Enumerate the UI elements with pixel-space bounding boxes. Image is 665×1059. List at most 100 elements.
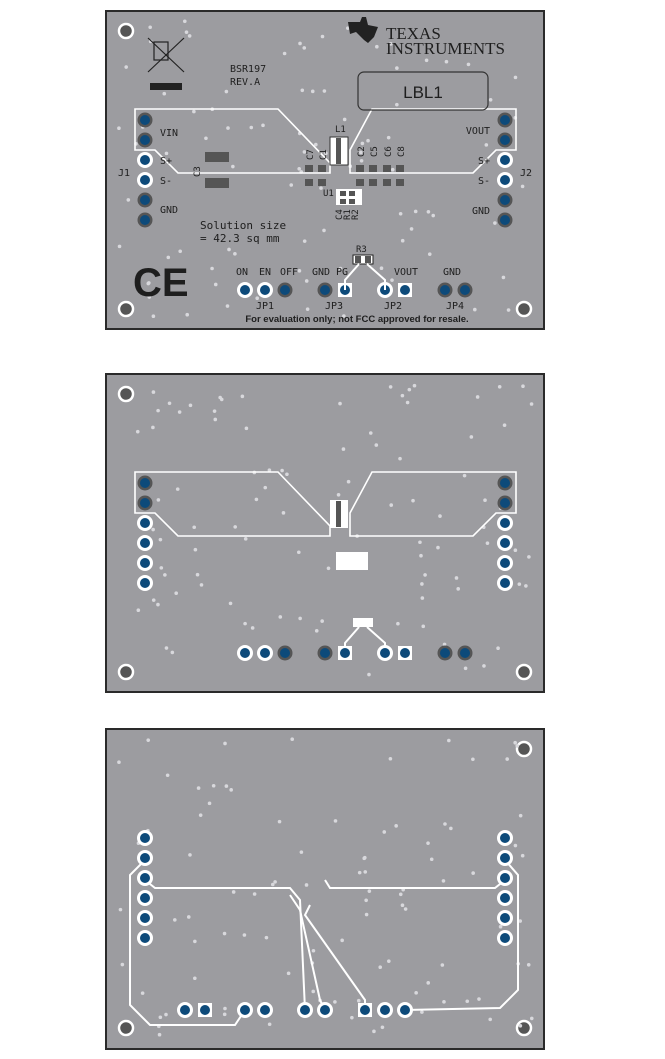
via [411, 498, 415, 503]
pin-pad [140, 135, 150, 145]
pin-pad [140, 195, 150, 205]
pin-pad [380, 1005, 390, 1015]
via [185, 312, 190, 317]
via [281, 511, 286, 515]
via [311, 948, 316, 953]
via [320, 619, 324, 623]
via [226, 126, 230, 130]
via [405, 400, 410, 405]
via [140, 991, 145, 995]
via [521, 384, 525, 389]
via [310, 89, 315, 94]
via [299, 850, 304, 854]
pin-pad [240, 285, 250, 295]
via [255, 296, 259, 301]
pin-pad [500, 195, 510, 205]
via [187, 34, 192, 38]
pin-pad [280, 285, 290, 295]
via [465, 999, 470, 1004]
pin-pad [500, 215, 510, 225]
via [311, 989, 316, 994]
via [420, 596, 425, 600]
pin-pad [500, 893, 510, 903]
pin-pad [320, 1005, 330, 1015]
via [350, 1015, 354, 1020]
via [482, 664, 486, 668]
label-box-text: LBL1 [403, 83, 443, 102]
via [148, 39, 153, 44]
via [421, 624, 426, 629]
via [379, 266, 384, 270]
via [320, 34, 325, 39]
via [264, 935, 269, 940]
via [175, 487, 180, 491]
via [192, 525, 197, 530]
via [420, 1010, 424, 1014]
via [496, 646, 500, 651]
via [488, 98, 493, 102]
via [447, 738, 451, 743]
disclaimer: For evaluation only; not FCC approved fo… [245, 314, 468, 325]
via [267, 1022, 272, 1027]
via [249, 125, 254, 130]
via [412, 383, 417, 388]
via [326, 566, 331, 571]
pin-pad [500, 558, 510, 568]
jumper-labels: ON EN OFF GND PG VOUT GND JP1 JP3 JP2 JP… [236, 267, 464, 312]
pin-pad [140, 115, 150, 125]
smd-components [205, 136, 404, 265]
svg-text:VOUT: VOUT [394, 267, 418, 278]
via [342, 117, 347, 122]
via [413, 209, 418, 214]
via [333, 1000, 337, 1004]
via [396, 621, 400, 626]
via [372, 1029, 376, 1034]
connector-pins [137, 112, 513, 298]
via [407, 387, 412, 392]
via [151, 390, 156, 394]
via [126, 198, 131, 202]
via [304, 883, 309, 887]
mounting-holes [117, 22, 533, 318]
ti-logo: TEXAS INSTRUMENTS [348, 17, 505, 58]
via [314, 142, 318, 147]
pin-pad [500, 135, 510, 145]
via [213, 282, 218, 287]
via [364, 898, 368, 903]
via [170, 650, 175, 655]
via [442, 642, 447, 647]
via [158, 1015, 163, 1020]
via [178, 249, 183, 254]
pin-label: S- [478, 176, 490, 187]
pin-pad [400, 648, 410, 658]
via [388, 756, 393, 761]
via [231, 164, 235, 169]
via [233, 252, 237, 256]
via [270, 882, 275, 887]
via [322, 228, 326, 233]
via [146, 281, 151, 286]
via [280, 468, 284, 473]
j2-label: J2 [520, 168, 532, 179]
bottom-layer-panel [105, 728, 545, 1050]
via [164, 287, 169, 291]
via [148, 25, 152, 30]
via [501, 275, 506, 280]
pin-pad [140, 538, 150, 548]
svg-text:EN: EN [259, 267, 271, 278]
via [167, 401, 172, 406]
pin-pad [140, 853, 150, 863]
pin-pad [380, 648, 390, 658]
pin-pad [260, 648, 270, 658]
via [438, 514, 442, 518]
via [252, 892, 257, 896]
via [518, 1023, 523, 1028]
pin-pad [500, 518, 510, 528]
via [429, 857, 434, 862]
via [222, 931, 227, 936]
via [135, 429, 140, 434]
via [273, 880, 277, 884]
pin-pad [500, 538, 510, 548]
pin-pad [140, 155, 150, 165]
pin-pad [140, 558, 150, 568]
